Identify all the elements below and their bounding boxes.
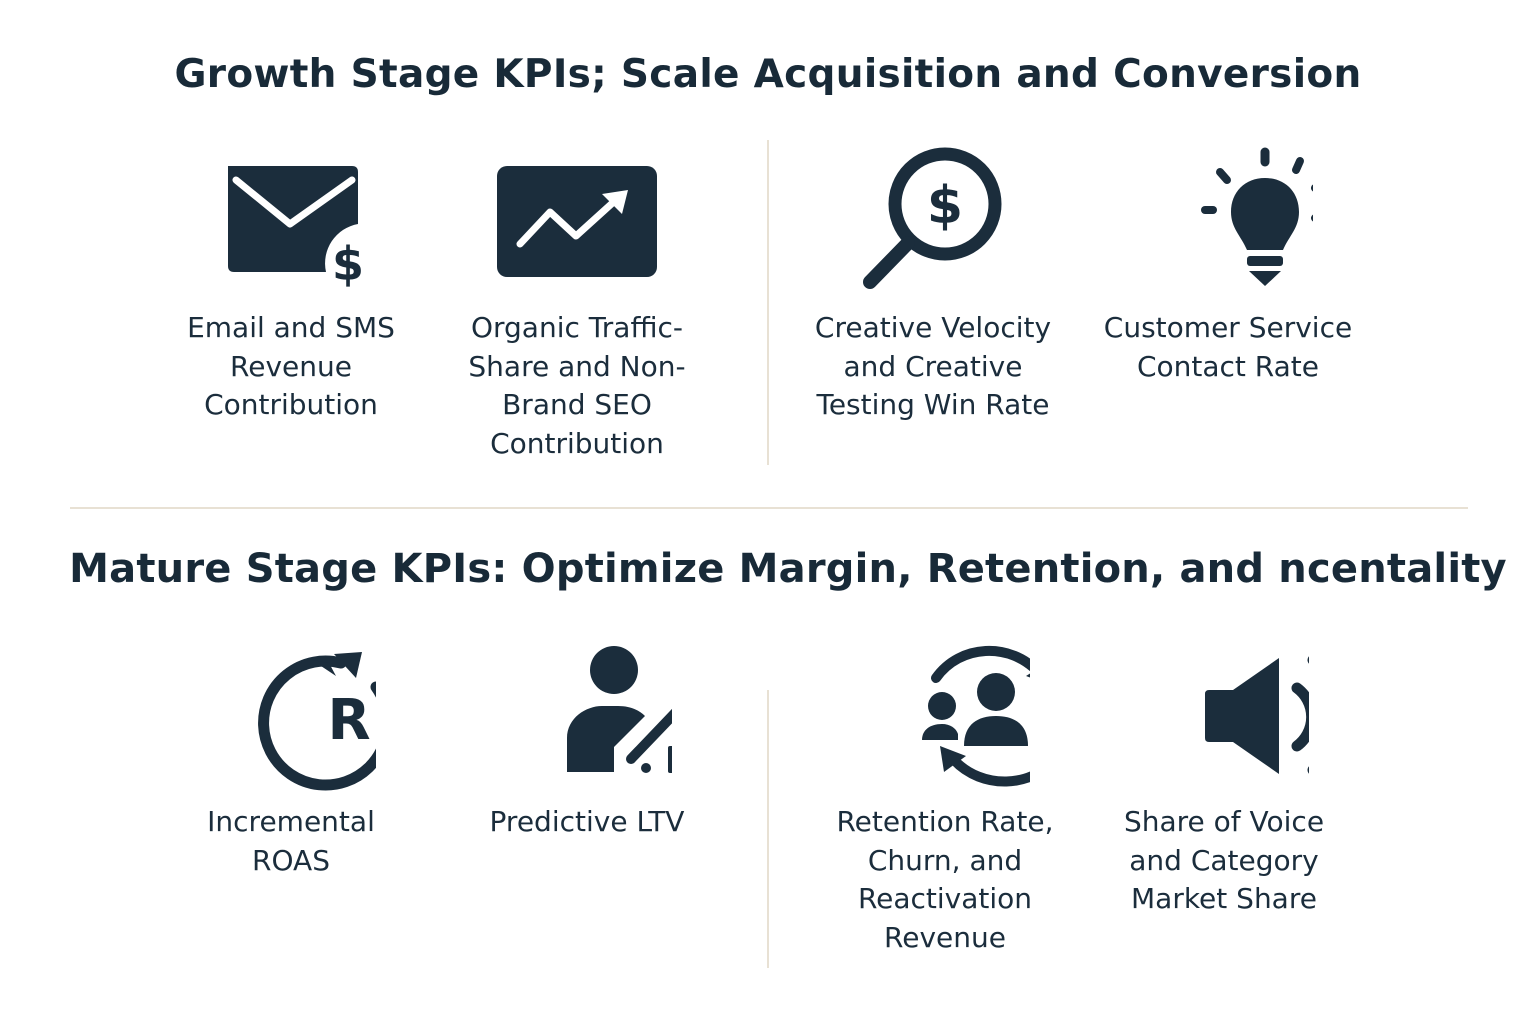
vertical-divider-bottom <box>767 690 769 968</box>
kpi-label: Incremental ROAS <box>207 805 375 877</box>
mature-stage-title: Mature Stage KPIs: Optimize Margin, Rete… <box>69 546 1507 592</box>
magnifier-dollar-icon: $ <box>793 140 1073 300</box>
svg-text:R: R <box>327 688 370 753</box>
group-cycle-icon <box>805 636 1085 796</box>
person-growth-icon <box>447 636 727 796</box>
growth-stage-title: Growth Stage KPIs; Scale Acquisition and… <box>174 52 1362 97</box>
kpi-label: Creative Velocity and Creative Testing W… <box>814 311 1052 421</box>
lightbulb-icon <box>1088 140 1368 300</box>
kpi-label: Retention Rate, Churn, and Reactivation … <box>836 805 1054 954</box>
kpi-label: Organic Traffic- Share and Non- Brand SE… <box>468 311 686 460</box>
speaker-icon <box>1084 636 1364 796</box>
svg-text:$: $ <box>927 176 963 236</box>
kpi-label: Share of Voice and Category Market Share <box>1123 805 1325 915</box>
envelope-dollar-icon: $ <box>151 140 431 300</box>
trend-chart-icon <box>437 140 717 300</box>
kpi-label: Customer Service Contact Rate <box>1103 311 1353 383</box>
circular-arrow-r-icon: R <box>151 636 431 796</box>
kpi-label: Predictive LTV <box>489 805 685 838</box>
vertical-divider-top <box>767 140 769 465</box>
horizontal-divider <box>70 507 1468 509</box>
svg-text:$: $ <box>332 237 364 291</box>
kpi-label: Email and SMS Revenue Contribution <box>187 311 395 421</box>
